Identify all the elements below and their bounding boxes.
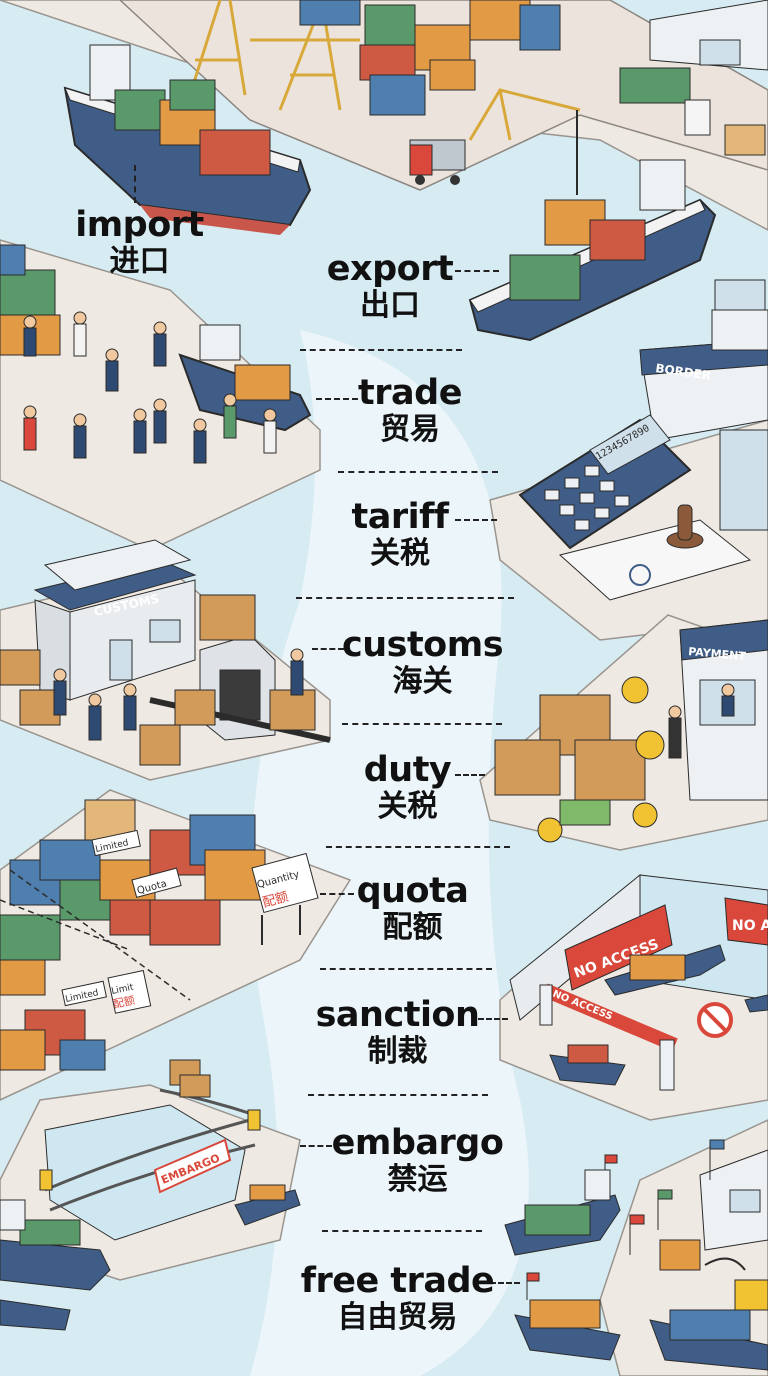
term-import: import 进口: [62, 208, 217, 277]
quantity-sign-zh: 配额: [261, 890, 290, 911]
warehouse-top-right: [649, 0, 768, 156]
term-import-zh: 进口: [109, 244, 170, 279]
term-trade-en: trade: [358, 373, 462, 413]
export-leader-line: [455, 270, 499, 272]
term-embargo: embargo 禁运: [325, 1126, 510, 1195]
coins: [537, 676, 665, 843]
customs-officers: [53, 648, 304, 741]
term-duty-en: duty: [363, 750, 452, 790]
customs-crates: [0, 594, 316, 766]
separator-3: [296, 597, 514, 599]
term-sanction-zh: 制裁: [367, 1034, 428, 1069]
import-ship: [63, 44, 312, 235]
separator-2: [338, 471, 498, 473]
term-embargo-en: embargo: [331, 1123, 504, 1163]
term-customs: customs 海关: [330, 628, 515, 697]
customs-leader-line: [312, 648, 344, 650]
quota-leader-line: [320, 893, 354, 895]
import-leader-line: [134, 165, 136, 203]
port-cranes: [188, 0, 581, 141]
term-trade-zh: 贸易: [380, 412, 440, 447]
term-quota: quota 配额: [340, 874, 485, 943]
term-free-trade: free trade 自由贸易: [300, 1264, 495, 1333]
term-export-zh: 出口: [360, 288, 420, 323]
trade-leader-line: [316, 398, 358, 400]
sanction-ships: [549, 944, 768, 1086]
term-sanction-en: sanction: [315, 995, 480, 1035]
duty-crates: [494, 694, 646, 801]
term-quota-en: quota: [356, 871, 469, 911]
limit-sign-text: Limit: [111, 982, 135, 997]
term-embargo-zh: 禁运: [387, 1162, 448, 1197]
separator-7: [308, 1094, 488, 1096]
free-trade-ships: [504, 1169, 768, 1371]
truck-top: [409, 67, 711, 185]
quota-signs: Limited Quota Quantity 配额 Limited Limit …: [0, 829, 319, 1014]
embargo-leader-line: [300, 1145, 332, 1147]
xray-scanner: [149, 634, 331, 743]
trade-ship: [178, 324, 312, 432]
limit-sign-zh: 配额: [112, 994, 136, 1011]
payment-booth: PAYMENT: [679, 619, 768, 801]
border-building: BORDER: [639, 279, 768, 531]
calculator: 1234567890: [518, 414, 692, 550]
embargo-ships: [0, 1184, 301, 1331]
payment-people: [668, 683, 735, 759]
term-customs-en: customs: [341, 625, 504, 665]
tariff-leader-line: [455, 519, 497, 521]
traders-people: [23, 311, 277, 464]
term-duty: duty 关税: [340, 753, 475, 822]
free-trade-building: [699, 1149, 768, 1251]
no-access-short-sign-text: NO A: [732, 918, 768, 934]
term-sanction: sanction 制裁: [310, 998, 485, 1067]
term-customs-zh: 海关: [392, 664, 453, 699]
term-import-en: import: [75, 205, 204, 245]
separator-5: [326, 846, 510, 848]
term-tariff-en: tariff: [351, 497, 449, 537]
term-quota-zh: 配额: [382, 910, 443, 945]
term-tariff-zh: 关税: [370, 536, 430, 571]
separator-8: [322, 1230, 482, 1232]
sanction-leader-line: [478, 1018, 508, 1020]
embargo-chain: [44, 1088, 256, 1212]
container-stacks-top: [299, 0, 561, 116]
separator-1: [300, 349, 462, 351]
term-duty-zh: 关税: [377, 789, 438, 824]
term-free-trade-en: free trade: [300, 1261, 495, 1301]
duty-leader-line: [455, 774, 485, 776]
separator-4: [342, 723, 502, 725]
separator-6: [320, 968, 492, 970]
sanction-walls: NO ACCESS NO A NO ACCESS: [509, 873, 768, 1091]
term-export: export 出口: [315, 252, 465, 321]
free-trade-leader-line: [490, 1282, 520, 1284]
payment-sign-text: PAYMENT: [688, 645, 747, 663]
term-trade: trade 贸易: [340, 376, 480, 445]
stamp-document: [558, 504, 752, 601]
embargo-crates: [39, 1059, 261, 1191]
term-free-trade-zh: 自由贸易: [337, 1300, 458, 1335]
export-ship: [468, 110, 717, 342]
term-export-en: export: [326, 249, 454, 289]
term-tariff: tariff 关税: [330, 500, 470, 569]
